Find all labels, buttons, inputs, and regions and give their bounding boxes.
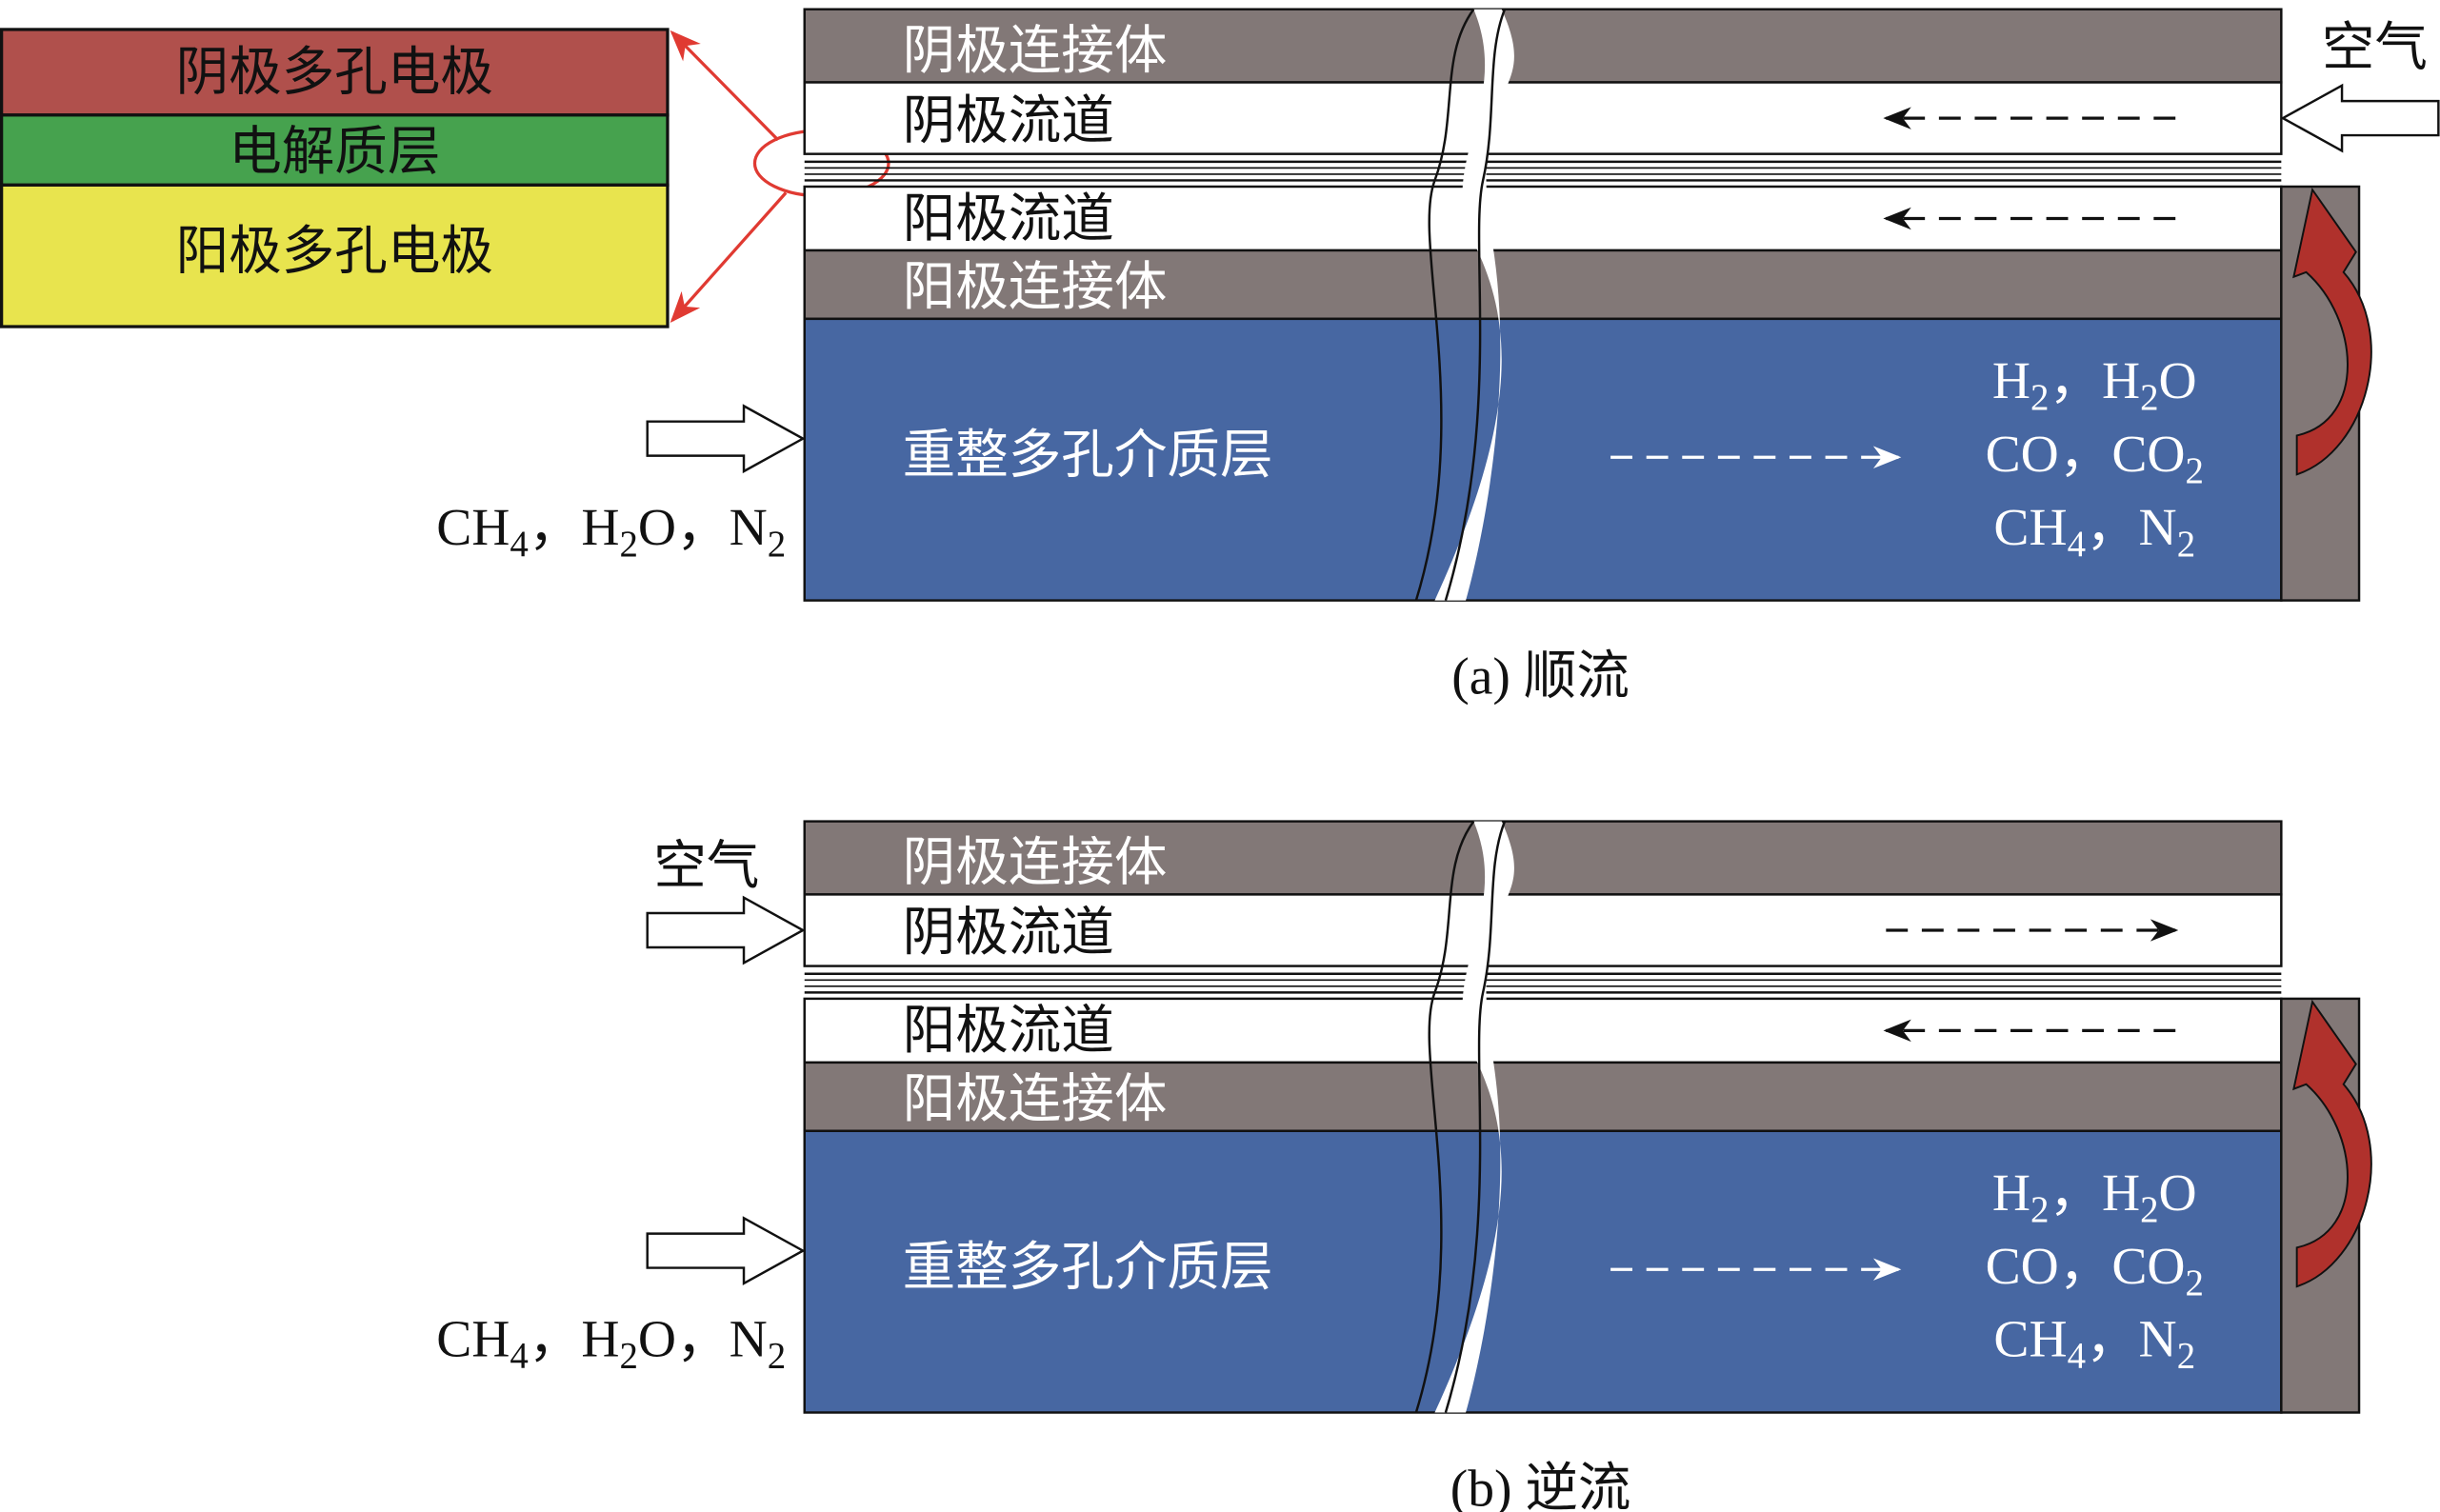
outlet-gas-line1: H2，H2O xyxy=(1992,351,2197,418)
air-inlet-arrow xyxy=(2280,83,2440,153)
cathode-interconnect-layer xyxy=(803,820,2283,896)
break-line-right xyxy=(1444,9,1507,601)
cathode-channel-layer xyxy=(803,81,2283,155)
legend-cathode-electrode-label: 阴极多孔电极 xyxy=(176,42,493,104)
cathode-interconnect-label: 阴极连接体 xyxy=(903,20,1168,82)
legend-electrolyte-label: 电解质层 xyxy=(229,121,440,183)
return-flow-arrow xyxy=(2292,999,2372,1288)
reforming-inlet-arrow xyxy=(646,1216,806,1285)
anode-interconnect-layer xyxy=(803,1061,2283,1133)
reforming-layer-label: 重整多孔介质层 xyxy=(903,425,1273,487)
cathode-channel-label: 阴极流道 xyxy=(903,902,1114,964)
air-label: 空气 xyxy=(653,835,759,897)
air-label: 空气 xyxy=(2322,17,2428,79)
legend-cathode-electrode xyxy=(0,28,670,117)
outlet-gas-line3: CH4，N2 xyxy=(1993,498,2195,565)
anode-channel-label: 阳极流道 xyxy=(903,188,1114,249)
outlet-gas-line1: H2，H2O xyxy=(1992,1164,2197,1230)
anode-interconnect-label: 阳极连接体 xyxy=(903,1068,1168,1130)
break-gap xyxy=(1434,821,1514,1413)
break-line-left xyxy=(1414,8,1475,601)
callout-arrow-up xyxy=(670,30,780,142)
reforming-layer xyxy=(803,1129,2283,1414)
panel-caption: (a) 顺流 xyxy=(1451,647,1630,706)
callout-arrow-down xyxy=(670,191,788,323)
anode-interconnect-label: 阳极连接体 xyxy=(903,256,1168,318)
outlet-gas-line3: CH4，N2 xyxy=(1993,1310,2195,1377)
break-line-right xyxy=(1444,821,1507,1413)
outlet-gas-line2: CO，CO2 xyxy=(1986,425,2204,491)
anode-channel-label: 阳极流道 xyxy=(903,1000,1114,1062)
reforming-inlet-arrow xyxy=(646,404,806,474)
legend-anode-electrode-label: 阳极多孔电极 xyxy=(176,221,493,283)
layer-legend: 阴极多孔电极 电解质层 阳极多孔电极 xyxy=(0,28,890,328)
air-inlet-arrow xyxy=(646,895,806,965)
break-gap xyxy=(1434,9,1514,601)
cathode-interconnect-label: 阴极连接体 xyxy=(903,832,1168,894)
inlet-gas-label: CH4，H2O，N2 xyxy=(436,498,786,565)
anode-channel-layer xyxy=(803,997,2283,1064)
cathode-channel-label: 阴极流道 xyxy=(903,90,1114,151)
inlet-gas-label: CH4，H2O，N2 xyxy=(436,1310,786,1377)
cathode-interconnect-layer xyxy=(803,8,2283,84)
legend-electrolyte xyxy=(0,113,670,187)
reforming-layer-label: 重整多孔介质层 xyxy=(903,1237,1273,1299)
reforming-layer xyxy=(803,317,2283,602)
panel-caption: (b) 逆流 xyxy=(1450,1460,1631,1512)
return-flow-arrow xyxy=(2292,187,2372,476)
break-line-left xyxy=(1414,820,1475,1413)
outlet-gas-line2: CO，CO2 xyxy=(1986,1237,2204,1303)
legend-anode-electrode xyxy=(0,183,670,328)
